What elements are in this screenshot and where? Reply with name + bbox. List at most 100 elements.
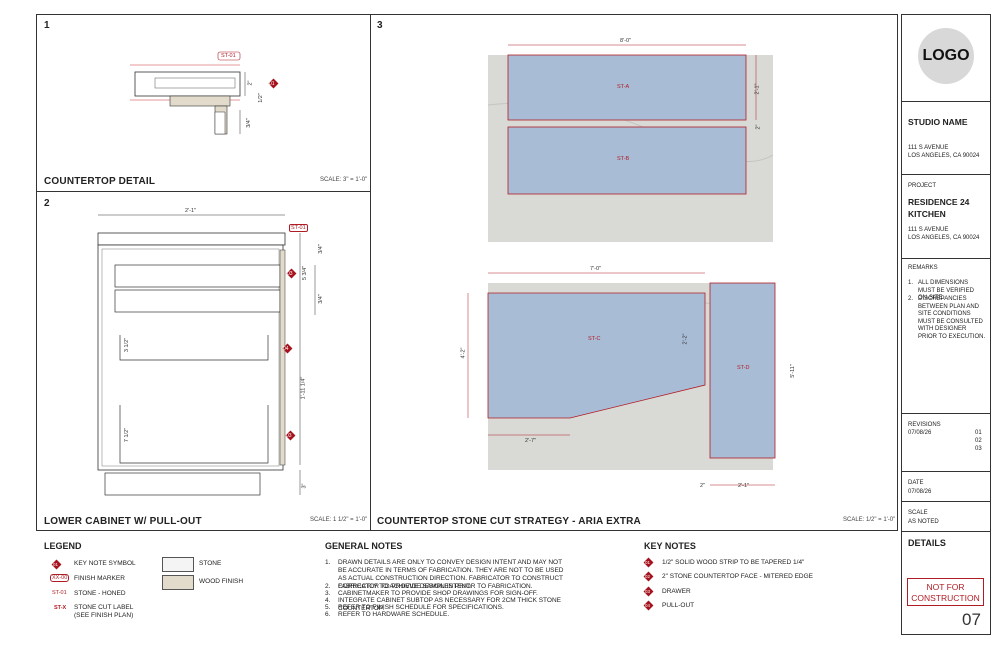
pullout-shelf-1	[119, 335, 269, 361]
cabinet-width-dim: 2'-1"	[185, 208, 196, 214]
detail2-tag: ST-01	[289, 224, 308, 232]
panel-3-number: 3	[377, 20, 383, 31]
panel-2-number: 2	[44, 198, 50, 209]
cabinet-dim-5: 3"	[301, 483, 308, 489]
legend-symbol-keynote: 01	[51, 559, 62, 570]
stone-swatch-label: STONE	[199, 560, 222, 567]
remark-2: 2.DISCREPANCIES BETWEEN PLAN AND SITE CO…	[908, 296, 986, 340]
project-address-1: 111 S AVENUE	[908, 227, 949, 233]
project-name-2: KITCHEN	[908, 209, 946, 219]
key-note-1: 01 1/2" SOLID WOOD STRIP TO BE TAPERED 1…	[643, 557, 805, 568]
stamp-line-1: NOT FOR	[926, 582, 965, 592]
revision-num-1: 01	[975, 430, 982, 436]
drawer-1	[114, 264, 281, 288]
revision-num-3: 03	[975, 446, 982, 452]
cabinet-dim-7: 7 1/2"	[124, 427, 131, 443]
pullout-shelf-2	[119, 405, 269, 464]
wood-swatch	[162, 575, 194, 590]
key-note-3: 03 DRAWER	[643, 586, 691, 597]
label-st-a: ST-A	[617, 84, 630, 90]
logo: LOGO	[918, 28, 974, 84]
date-value: 07/08/26	[908, 489, 932, 495]
cut-st-a	[507, 54, 747, 121]
legend-label-keynote: KEY NOTE SYMBOL	[74, 560, 136, 567]
project-label: PROJECT	[908, 183, 937, 189]
remark-1: 1.ALL DIMENSIONS MUST BE VERIFIED ON-SIT…	[908, 280, 974, 301]
slab1-width: 8'-0"	[620, 38, 631, 44]
panel-2-scale: SCALE: 1 1/2" = 1'-0"	[310, 517, 368, 523]
countertop	[97, 232, 286, 246]
detail1-dim-b: 1/2"	[257, 93, 264, 103]
cabinet-dim-2: 5 3/4"	[302, 265, 309, 281]
general-notes-heading: GENERAL NOTES	[325, 541, 403, 551]
studio-address-1: 111 S AVENUE	[908, 145, 949, 151]
cabinet-dim-6: 3 1/2"	[124, 337, 131, 353]
studio-name: STUDIO NAME	[908, 117, 968, 127]
revision-date: 07/08/26	[908, 430, 932, 436]
drawer-2	[114, 289, 281, 313]
slab2-width: 7'-0"	[590, 266, 601, 272]
panel-1-scale: SCALE: 3" = 1'-0"	[320, 177, 368, 183]
detail1-tag: ST-01	[221, 53, 236, 59]
legend-label-finish: FINISH MARKER	[74, 575, 125, 582]
cut-st-d	[709, 282, 776, 459]
label-st-b: ST-B	[617, 156, 630, 162]
panel-3-frame	[370, 14, 898, 531]
studio-address-2: LOS ANGELES, CA 90024	[908, 153, 980, 159]
keynote-04-marker: 04	[282, 343, 294, 355]
legend-label-stone: STONE - HONED	[74, 590, 126, 597]
legend-symbol-stone: ST-01	[52, 590, 67, 596]
cabinet-dim-4: 1'-11 1/4"	[300, 376, 307, 400]
cabinet-dim-3: 3/4"	[317, 294, 324, 304]
panel-3-title: COUNTERTOP STONE CUT STRATEGY - ARIA EXT…	[377, 516, 641, 527]
logo-text: LOGO	[922, 47, 970, 64]
panel-1-number: 1	[44, 20, 50, 31]
key-notes-heading: KEY NOTES	[644, 541, 696, 551]
scale-value: AS NOTED	[908, 519, 939, 525]
general-note-6: 6.REFER TO HARDWARE SCHEDULE.	[325, 611, 450, 618]
keynote-03-marker: 03	[286, 268, 298, 280]
revisions-label: REVISIONS	[908, 422, 941, 428]
sheet-title: DETAILS	[908, 538, 946, 548]
slab1-depth: 2'-1"	[754, 83, 761, 95]
stone-swatch	[162, 557, 194, 572]
key-note-2: 02 2" STONE COUNTERTOP FACE - MITERED ED…	[643, 571, 813, 582]
title-block	[901, 14, 991, 635]
stone-slab-section	[134, 71, 241, 97]
slab2-inner: 2'-2"	[682, 333, 689, 345]
slab2-gap: 2"	[700, 483, 706, 489]
legend-label-cut-sub: (SEE FINISH PLAN)	[74, 612, 134, 619]
legend-symbol-cut: ST-X	[54, 605, 67, 611]
project-address-2: LOS ANGELES, CA 90024	[908, 235, 980, 241]
toe-kick	[104, 472, 261, 496]
label-st-d: ST-D	[737, 365, 750, 371]
slab2-depth: 4'-2"	[460, 347, 467, 359]
detail1-dim-a: 2"	[247, 80, 254, 86]
wood-strip-section	[169, 95, 231, 107]
project-name-1: RESIDENCE 24	[908, 197, 970, 207]
keynote-03b-marker: 03	[285, 430, 297, 442]
slab2-bottom: 2'-7"	[525, 438, 536, 444]
general-note-5: 5.REFER TO FINISH SCHEDULE FOR SPECIFICA…	[325, 604, 504, 611]
panel-3-scale: SCALE: 1/2" = 1'-0"	[843, 517, 896, 523]
general-note-1: 1.DRAWN DETAILS ARE ONLY TO CONVEY DESIG…	[325, 559, 564, 590]
stone-cut-drawing	[467, 44, 776, 486]
general-note-3: 3.CABINETMAKER TO PROVIDE SHOP DRAWINGS …	[325, 590, 538, 597]
legend-label-cut: STONE CUT LABEL	[74, 604, 134, 611]
stamp-line-2: CONSTRUCTION	[911, 593, 980, 603]
general-note-2: 2.FABRICATOR TO PROVIDE SAMPLES PRIOR TO…	[325, 583, 533, 590]
date-label: DATE	[908, 480, 924, 486]
remarks-label: REMARKS	[908, 265, 938, 271]
slab1-gap: 2"	[755, 124, 762, 130]
lower-cabinet-drawing	[97, 214, 316, 496]
keynote-01-marker: 01	[268, 78, 280, 90]
panel-2-title: LOWER CABINET W/ PULL-OUT	[44, 516, 202, 527]
sheet-number: 07	[962, 610, 981, 629]
detail1-dim-c: 3/4"	[245, 118, 252, 128]
not-for-construction-stamp: NOT FOR CONSTRUCTION	[907, 578, 984, 606]
countertop-detail-drawing	[130, 51, 246, 135]
general-note-4: 4.INTEGRATE CABINET SUBTOP AS NECESSARY …	[325, 597, 561, 612]
panel-1-title: COUNTERTOP DETAIL	[44, 176, 156, 187]
wood-swatch-label: WOOD FINISH	[199, 578, 244, 585]
cut-st-c	[487, 292, 706, 419]
